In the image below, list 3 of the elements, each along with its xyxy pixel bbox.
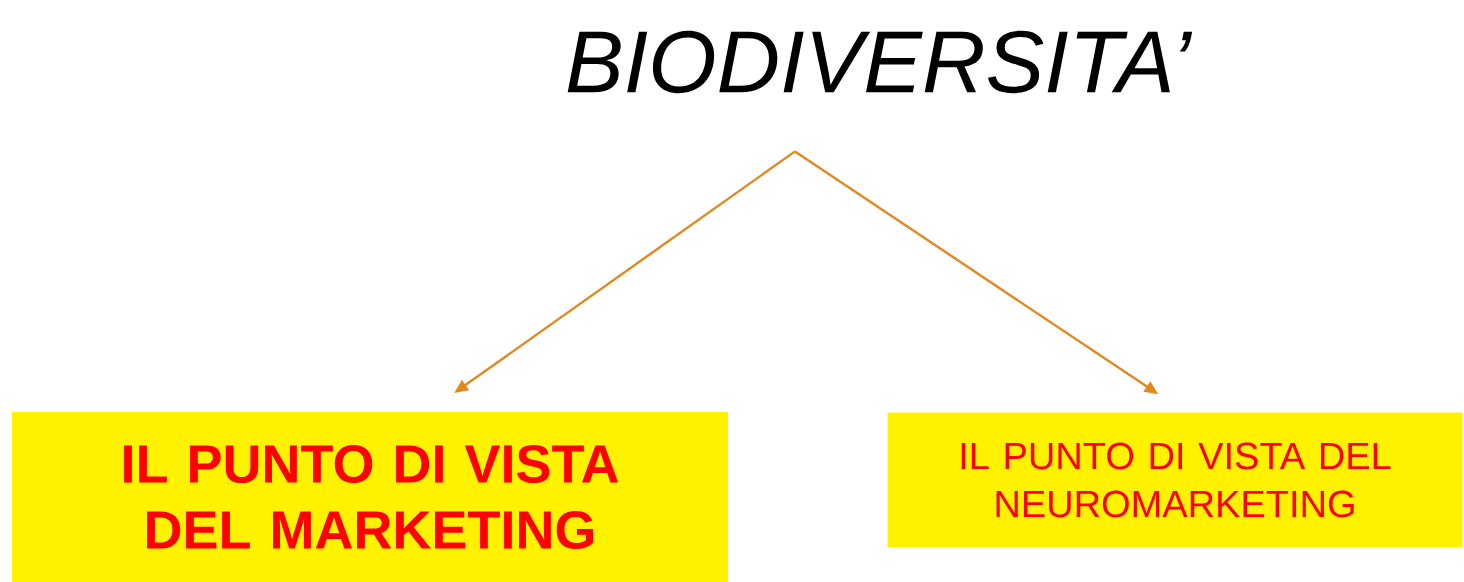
title-text: BIODIVERSITA’ — [567, 30, 1193, 94]
process-box: IL PUNTO DI VISTA DEL NEUROMARKETING — [887, 412, 1463, 548]
process-box: IL PUNTO DI VISTA DEL MARKETING — [12, 412, 728, 582]
